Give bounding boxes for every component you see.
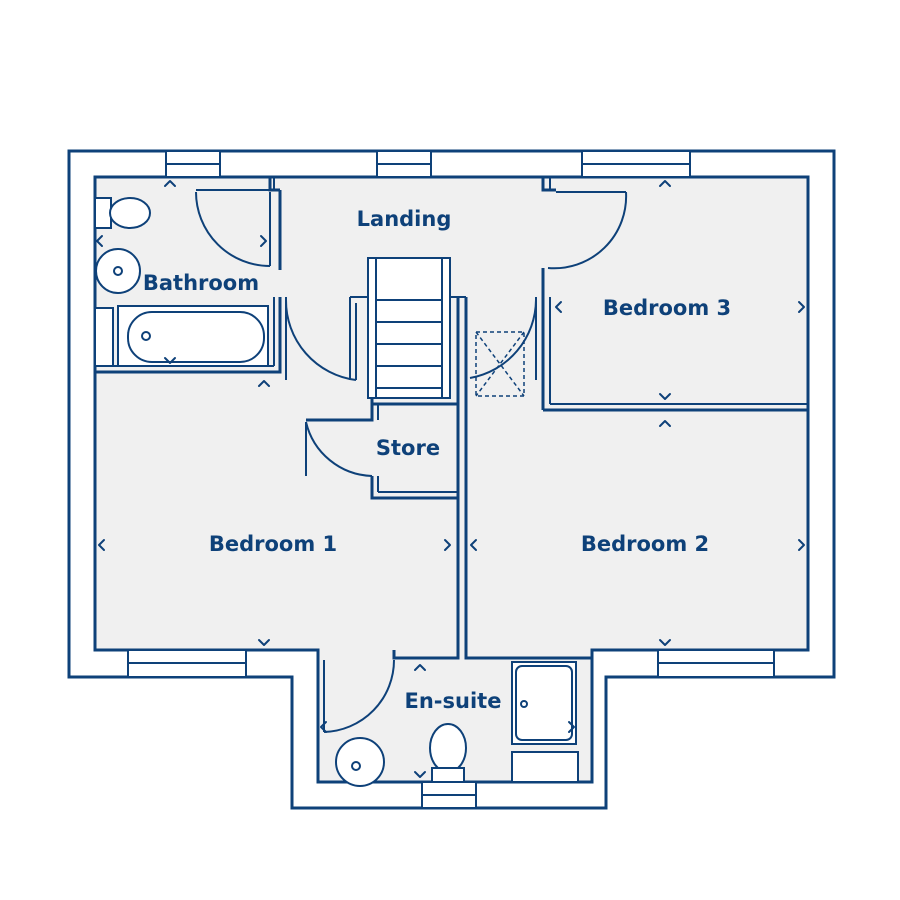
- room-label-bedroom3: Bedroom 3: [603, 296, 731, 320]
- room-label-bedroom1: Bedroom 1: [209, 532, 337, 556]
- room-label-landing: Landing: [357, 207, 452, 231]
- shower-tray: [511, 661, 577, 745]
- door-landing-left: [284, 297, 357, 381]
- ensuite-basin: [335, 737, 385, 787]
- ensuite-cabinet: [511, 751, 579, 783]
- door-store: [305, 421, 373, 477]
- bedroom3-wall: [541, 177, 808, 412]
- bathroom-basin: [95, 248, 141, 294]
- bathroom-toilet: [94, 197, 151, 229]
- bathtub: [117, 305, 269, 367]
- room-label-bathroom: Bathroom: [143, 271, 259, 295]
- loft-hatch: [475, 331, 525, 397]
- dimension-markers: [96, 180, 805, 778]
- room-label-store: Store: [376, 436, 440, 460]
- store-wall: [306, 398, 458, 500]
- door-landing-right: [469, 297, 537, 380]
- ensuite-wall: [316, 650, 592, 660]
- ensuite-toilet: [429, 723, 467, 783]
- door-bedroom3: [547, 191, 628, 270]
- room-label-bedroom2: Bedroom 2: [581, 532, 709, 556]
- door-bathroom: [195, 189, 271, 267]
- door-ensuite: [323, 659, 395, 733]
- staircase: [349, 257, 466, 399]
- room-label-ensuite: En-suite: [405, 689, 502, 713]
- bathroom-cabinet: [94, 307, 114, 367]
